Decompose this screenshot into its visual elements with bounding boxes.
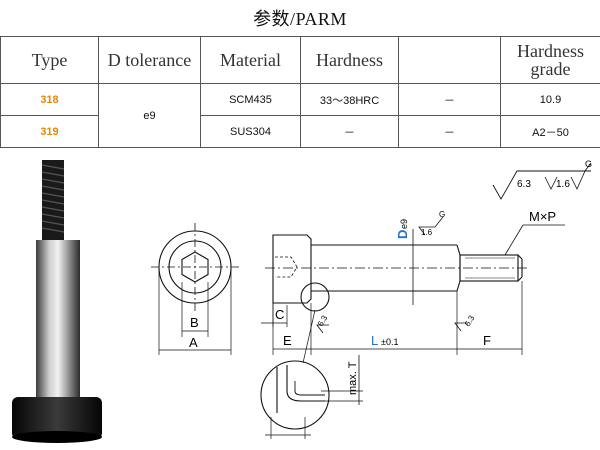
side-view — [261, 216, 565, 355]
roughness-6-3-shaft: 6.3 — [316, 313, 330, 328]
row-type: 319 — [0, 115, 99, 148]
surface-finish-symbol — [492, 162, 592, 200]
row-grade: A2－50 — [500, 115, 600, 148]
header-material: Material — [200, 36, 301, 84]
end-view — [151, 223, 239, 355]
bolt-photo — [12, 160, 102, 443]
label-max-t: max. T — [347, 361, 359, 395]
row-hardness: 33～38HRC — [300, 83, 399, 116]
label-a: A — [189, 335, 198, 350]
label-l-group: L ±0.1 — [371, 333, 398, 348]
label-l-tolerance: ±0.1 — [381, 337, 398, 347]
header-d-tolerance: D tolerance — [98, 36, 201, 84]
label-mxp: M×P — [529, 209, 556, 224]
label-c: C — [275, 307, 284, 322]
table-header-row: Type D tolerance Material Hardness Hardn… — [0, 36, 600, 84]
row-extra: － — [398, 83, 501, 116]
detail-view — [260, 309, 363, 439]
technical-drawing: A B C E F L ±0.1 D e9 M×P max. T 6.3 6.3… — [151, 159, 592, 439]
header-hardness: Hardness — [300, 36, 399, 84]
row-tolerance: e9 — [98, 83, 201, 148]
finish-g: G — [585, 159, 592, 169]
finish-1-6: 1.6 — [556, 179, 570, 190]
finish-6-3: 6.3 — [517, 179, 531, 190]
label-d: D — [395, 230, 410, 239]
label-d-tolerance: e9 — [399, 219, 409, 229]
row-type: 318 — [0, 83, 99, 116]
row-material: SCM435 — [200, 83, 301, 116]
roughness-6-3-shoulder: 6.3 — [463, 313, 477, 328]
header-empty — [398, 36, 501, 84]
table-row: 318 e9 SCM435 33～38HRC － 10.9 — [0, 83, 600, 148]
roughness-1-6-shaft: 1.6 — [421, 228, 433, 237]
row-extra: － — [398, 115, 501, 148]
label-f: F — [483, 333, 491, 348]
bolt-head — [12, 397, 102, 439]
label-e: E — [283, 333, 292, 348]
label-d-group: D e9 — [395, 219, 410, 239]
header-type: Type — [0, 36, 99, 84]
row-hardness: － — [300, 115, 399, 148]
bolt-head-base — [12, 431, 102, 443]
row-material: SUS304 — [200, 115, 301, 148]
roughness-g-shaft: G — [439, 210, 445, 219]
page-title: 参数/PARM — [253, 9, 347, 29]
spec-table: Type D tolerance Material Hardness Hardn… — [0, 36, 600, 148]
header-hardness-grade-text: Hardness grade — [517, 41, 584, 79]
label-l: L — [371, 333, 378, 348]
header-hardness-grade: Hardness grade — [500, 36, 600, 84]
row-grade: 10.9 — [500, 83, 600, 116]
bolt-shaft — [36, 240, 80, 400]
table-row: 319 SUS304 － － A2－50 — [0, 115, 600, 148]
label-b: B — [190, 315, 199, 330]
bolt-thread — [41, 160, 65, 240]
